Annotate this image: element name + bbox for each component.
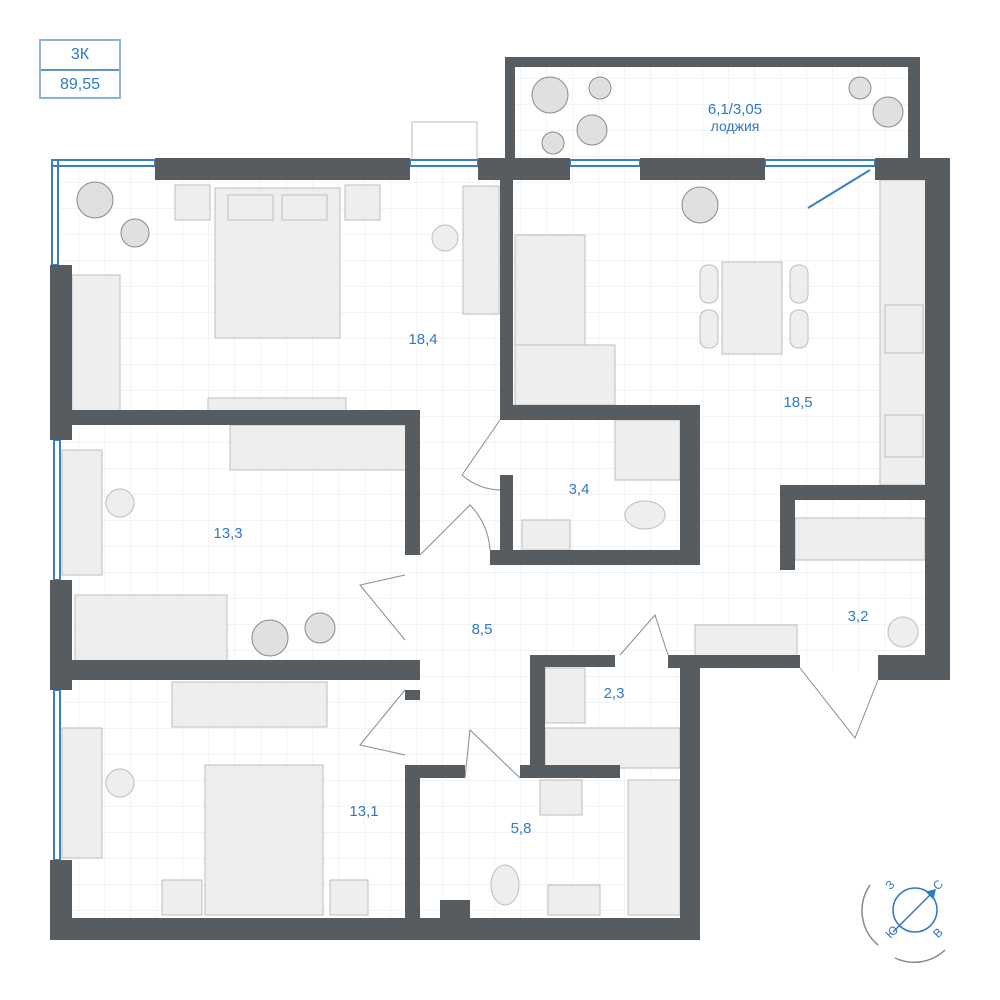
room-area-closet: 2,3 — [603, 684, 625, 702]
shower — [614, 419, 681, 481]
room-area-hall: 8,5 — [471, 620, 493, 638]
doors — [359, 419, 879, 779]
dining-table — [721, 261, 783, 355]
furniture — [61, 121, 927, 916]
room-area-bathroom-1: 3,4 — [568, 480, 590, 498]
apartment-area: 89,55 — [59, 76, 101, 93]
room-area-loggia: 6,1/3,05 — [707, 101, 763, 119]
loggia-label: 6,1/3,05 лоджия — [708, 102, 762, 134]
room-area-bedroom-2: 13,3 — [213, 524, 243, 542]
wardrobe — [71, 274, 121, 416]
room-area-bedroom-3: 13,1 — [349, 802, 379, 820]
room-area-bedroom-1: 18,4 — [408, 330, 438, 348]
apartment-badge: 3К 89,55 — [39, 39, 121, 99]
apartment-type: 3К — [41, 41, 119, 71]
room-area-bathroom-2: 5,8 — [510, 819, 532, 837]
walls — [50, 57, 950, 940]
room-name-loggia: лоджия — [710, 117, 760, 134]
bed-2 — [204, 764, 324, 916]
compass-icon — [861, 884, 946, 963]
plants — [76, 76, 904, 657]
bathtub — [627, 779, 681, 916]
room-area-entry: 3,2 — [847, 607, 869, 625]
room-area-kitchen-living: 18,5 — [783, 393, 813, 411]
desk — [462, 185, 500, 315]
single-bed — [74, 594, 228, 668]
